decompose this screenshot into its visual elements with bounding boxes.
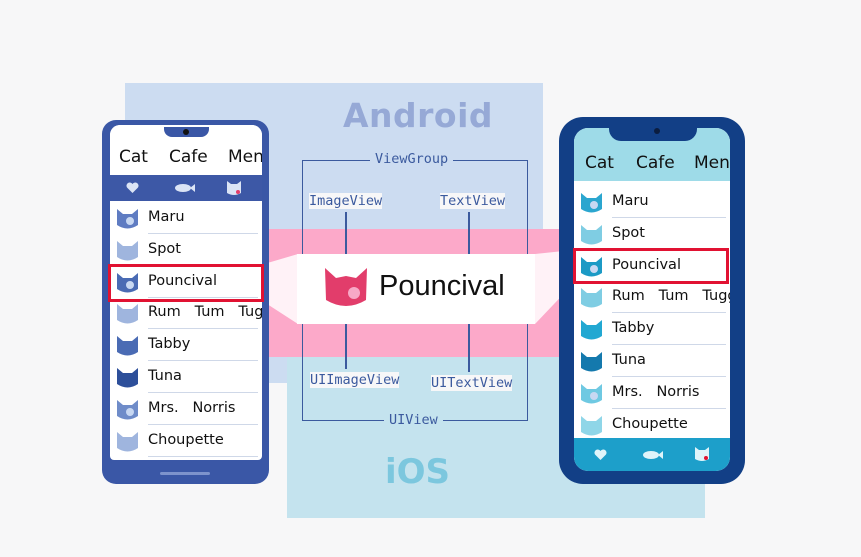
imageview-label: ImageView: [309, 193, 383, 209]
ios-selected-highlight: [573, 248, 729, 284]
row-divider: [148, 455, 258, 457]
connector-uitextview: [468, 314, 470, 372]
title-word-cafe: Cafe: [169, 147, 208, 167]
list-item-label: Tabby: [612, 320, 655, 337]
row-divider: [148, 296, 258, 298]
list-item-label: Mrs. Norris: [612, 383, 700, 400]
list-item[interactable]: Tabby: [574, 314, 730, 346]
list-item-label: Tabby: [148, 336, 191, 353]
android-home-indicator: [160, 472, 210, 475]
list-item-label: Mrs. Norris: [148, 399, 236, 416]
list-item-label: Choupette: [148, 431, 224, 448]
list-item-label: Maru: [148, 209, 185, 225]
list-item-label: Spot: [612, 224, 645, 241]
cat-icon[interactable]: [226, 180, 242, 196]
connector-textview: [468, 212, 470, 264]
connector-uiimageview: [345, 314, 347, 369]
cat-avatar-icon: [580, 255, 603, 278]
android-camera: [183, 129, 189, 135]
textview-label: TextView: [440, 193, 506, 209]
cat-avatar-icon: [116, 334, 139, 357]
list-item[interactable]: Spot: [110, 235, 262, 266]
uitextview-label: UITextView: [431, 375, 513, 391]
list-item[interactable]: Choupette: [574, 410, 730, 441]
fish-icon[interactable]: [174, 183, 196, 193]
cat-avatar-icon: [580, 382, 603, 405]
list-item[interactable]: Maru: [574, 187, 730, 218]
row-divider: [612, 344, 726, 346]
connector-imageview: [345, 212, 347, 264]
list-item-label: Spot: [148, 240, 181, 257]
list-item[interactable]: Rum Tum Tugger: [110, 298, 262, 330]
cat-avatar-icon: [580, 318, 603, 341]
title-word-cafe: Cafe: [636, 153, 675, 173]
list-item-label: Rum Tum Tugger: [148, 304, 262, 321]
row-divider: [148, 392, 258, 393]
list-item[interactable]: Rum Tum Tugger: [574, 282, 730, 314]
cat-avatar-icon: [116, 271, 139, 294]
cat-head-icon: [325, 268, 367, 306]
list-item-label: Tuna: [148, 368, 182, 384]
ios-notch: [609, 125, 697, 141]
cat-avatar-icon: [116, 302, 139, 325]
list-item[interactable]: Choupette: [110, 426, 262, 457]
title-word-menu: Menu: [694, 153, 730, 173]
title-word-cat: Cat: [585, 153, 614, 173]
cat-avatar-icon: [116, 366, 139, 389]
row-divider: [148, 233, 258, 234]
fish-icon[interactable]: [642, 450, 664, 460]
ios-tab-bar: [574, 438, 730, 471]
list-item[interactable]: Spot: [574, 219, 730, 250]
heart-icon[interactable]: [594, 449, 607, 461]
list-item[interactable]: Tuna: [110, 362, 262, 393]
cat-icon[interactable]: [694, 446, 710, 462]
heart-icon[interactable]: [126, 182, 139, 194]
title-word-cat: Cat: [119, 147, 148, 167]
android-selected-highlight: [108, 264, 264, 302]
list-item[interactable]: Tuna: [574, 346, 730, 377]
row-divider: [612, 217, 726, 218]
ios-label: iOS: [385, 452, 451, 492]
row-divider: [612, 312, 726, 314]
list-item-label: Choupette: [612, 415, 688, 432]
row-divider: [612, 407, 726, 409]
uiimageview-label: UIImageView: [310, 372, 400, 388]
cat-avatar-icon: [580, 223, 603, 246]
row-divider: [612, 376, 726, 377]
viewgroup-label: ViewGroup: [370, 151, 454, 167]
android-label: Android: [343, 96, 494, 135]
cat-avatar-icon: [116, 430, 139, 453]
list-item[interactable]: Pouncival: [574, 251, 730, 282]
uiview-label: UIView: [384, 412, 443, 428]
cat-avatar-icon: [116, 239, 139, 262]
list-item[interactable]: Mrs. Norris: [574, 378, 730, 409]
title-word-menu: Menu: [228, 147, 262, 167]
cat-avatar-icon: [116, 207, 139, 230]
cat-avatar-icon: [116, 398, 139, 421]
list-item-label: Pouncival: [612, 256, 681, 273]
cat-avatar-icon: [580, 414, 603, 437]
list-item-label: Maru: [612, 193, 649, 209]
list-item[interactable]: Tabby: [110, 330, 262, 362]
row-divider: [148, 423, 258, 425]
list-item[interactable]: Maru: [110, 203, 262, 234]
list-item[interactable]: Mrs. Norris: [110, 394, 262, 425]
list-item-label: Rum Tum Tugger: [612, 288, 730, 305]
cat-avatar-icon: [580, 350, 603, 373]
cat-avatar-icon: [580, 286, 603, 309]
card-name: Pouncival: [379, 270, 505, 302]
cat-avatar-icon: [580, 191, 603, 214]
row-divider: [148, 328, 258, 330]
list-item-label: Tuna: [612, 352, 646, 368]
row-divider: [148, 360, 258, 362]
list-item[interactable]: Pouncival: [110, 267, 262, 298]
android-tab-bar: [110, 175, 262, 201]
ios-camera: [654, 128, 660, 134]
list-item-label: Pouncival: [148, 272, 217, 289]
